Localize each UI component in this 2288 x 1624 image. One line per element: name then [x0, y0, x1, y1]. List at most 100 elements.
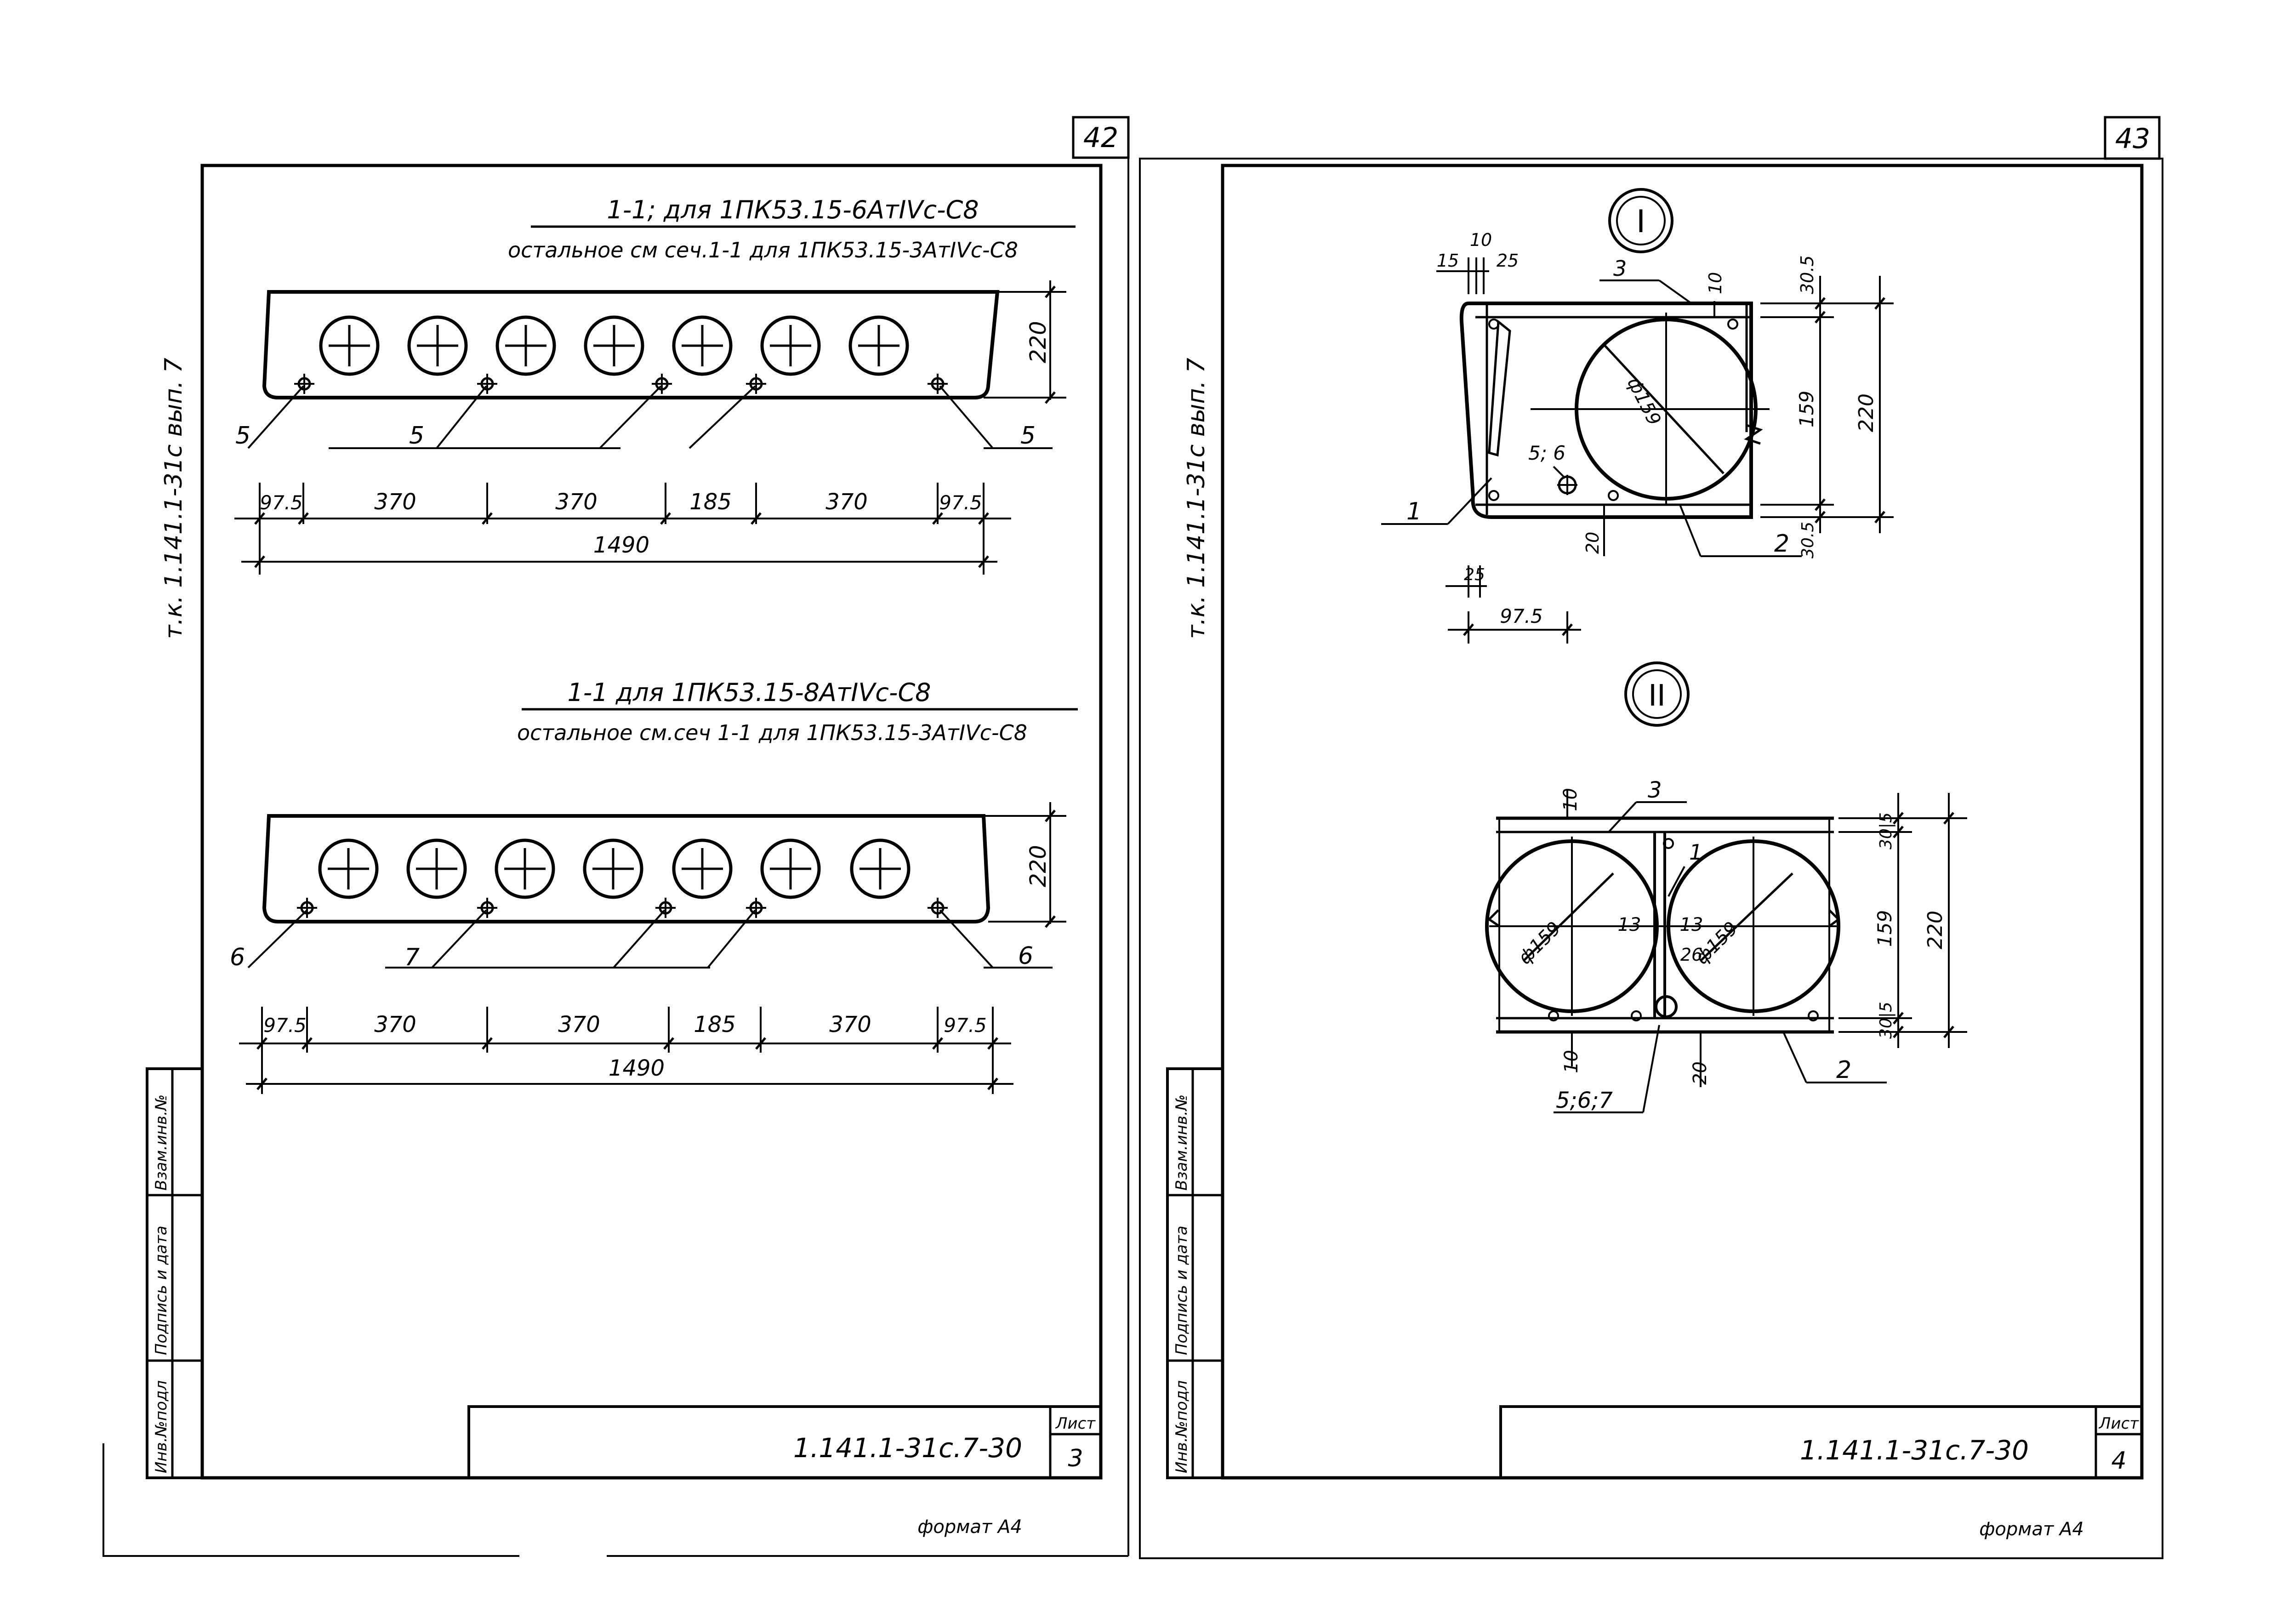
node-i-dim-10-right: 10 — [1705, 272, 1725, 294]
node-i-dim-30-5: 30.5 — [1797, 255, 1817, 294]
hollow-cores-a — [321, 317, 907, 374]
node-ii: II ф159 ф159 13 13 26 10 3 — [1485, 661, 1967, 1113]
node-ii-callout-3: 3 — [1648, 777, 1662, 803]
node-i-insert-plate — [1488, 319, 1511, 457]
node-i-dim-10: 10 — [1470, 230, 1492, 250]
dim-a-3: 185 — [689, 489, 732, 515]
sheet-frame — [1221, 164, 2144, 1480]
node-i-marker — [1608, 188, 1673, 253]
slab-section-b — [262, 814, 990, 923]
node-ii-dim-30-5: 30|5 — [1877, 812, 1895, 849]
stamp-label-replace: Взам.инв.№ — [1172, 1094, 1191, 1191]
dim-a-0: 97.5 — [260, 491, 303, 514]
callout-b-mid: 7 — [404, 944, 420, 971]
callout-b-right: 6 — [1018, 942, 1033, 970]
node-ii-callout-1: 1 — [1689, 840, 1702, 865]
format-label: формат А4 — [1979, 1519, 2084, 1540]
trim-mark — [102, 1443, 519, 1557]
sheet-right: 43 т.к. 1.141.1-31с вып. 7 Инв.№подл Под… — [1139, 116, 2163, 1559]
node-i-callout-1: 1 — [1406, 498, 1422, 525]
doc-code: 1.141.1-31с.7-30 — [1800, 1435, 2029, 1466]
node-i-dim-159: 159 — [1795, 391, 1818, 427]
dim-b-3: 185 — [694, 1012, 736, 1037]
node-i-dim-15: 15 — [1437, 251, 1459, 271]
node-ii-callout-2: 2 — [1836, 1056, 1851, 1084]
stamp-label-sign: Подпись и дата — [1172, 1225, 1191, 1355]
stamp-label-inv: Инв.№подл — [152, 1380, 171, 1473]
side-code: т.к. 1.141.1-31с вып. 7 — [1183, 358, 1210, 639]
height-dim-a: 220 — [1025, 321, 1051, 363]
node-i-slab-edge — [1459, 302, 1753, 519]
node-ii-dim-30-5-bottom: 30|5 — [1877, 1002, 1895, 1039]
node-ii-dim-13-left: 13 — [1618, 914, 1641, 935]
stamp-label-inv: Инв.№подл — [1172, 1380, 1191, 1473]
sheet-left: 42 т.к. 1.141.1-31с вып. 7 Инв.№подл Под… — [102, 116, 1130, 1557]
list-number: 4 — [2111, 1447, 2126, 1475]
stamp-column: Инв.№подл Подпись и дата Взам.инв.№ — [1166, 1067, 1224, 1479]
page-number-box — [1072, 116, 1130, 159]
callout-a-right: 5 — [1020, 422, 1036, 450]
node-i-dim-97-5: 97.5 — [1500, 605, 1543, 627]
node-ii-label: II — [1648, 679, 1666, 713]
stamp-label-sign: Подпись и дата — [152, 1225, 171, 1355]
node-ii-callout-567: 5;6;7 — [1556, 1088, 1613, 1113]
dim-a-4: 370 — [825, 489, 868, 515]
node-i-dim-25: 25 — [1497, 251, 1519, 271]
page-number: 43 — [2115, 123, 2150, 155]
hollow-cores-b — [320, 840, 909, 897]
sheet-frame — [200, 164, 1103, 1480]
node-i-callout-2: 2 — [1774, 530, 1789, 558]
rebars-b — [297, 898, 948, 918]
callout-a-mid: 5 — [409, 422, 424, 450]
node-ii-marker — [1624, 661, 1690, 727]
dim-b-1: 370 — [374, 1012, 416, 1037]
node-ii-dim-220: 220 — [1924, 911, 1947, 949]
dim-b-2: 370 — [558, 1012, 600, 1037]
node-ii-dim-10-top: 10 — [1560, 788, 1581, 811]
node-i-diameter: ф159 — [1623, 374, 1665, 429]
node-i-dim-220: 220 — [1855, 393, 1878, 432]
side-code: т.к. 1.141.1-31с вып. 7 — [160, 358, 188, 639]
dim-a-5: 97.5 — [939, 491, 982, 514]
section-a-note: остальное см сеч.1-1 для 1ПК53.15-3АтIVс… — [508, 238, 1018, 262]
node-i-callout-3: 3 — [1613, 256, 1627, 281]
dim-a-1: 370 — [374, 489, 416, 515]
stamp-label-replace: Взам.инв.№ — [152, 1094, 171, 1191]
height-dim-b: 220 — [1025, 845, 1051, 887]
section-b: 1-1 для 1ПК53.15-8АтIVс-С8 остальное см.… — [230, 678, 1078, 1094]
title-block: 1.141.1-31с.7-30 Лист 3 — [467, 1405, 1102, 1479]
node-ii-dim-13-right: 13 — [1680, 914, 1703, 935]
page-number: 42 — [1083, 122, 1118, 154]
node-ii-diameter-left: ф159 — [1514, 917, 1565, 969]
section-b-title: 1-1 для 1ПК53.15-8АтIVс-С8 — [567, 678, 931, 707]
dim-b-5: 97.5 — [944, 1014, 987, 1037]
dim-b-4: 370 — [829, 1012, 871, 1037]
section-a-title: 1-1; для 1ПК53.15-6АтIVс-С8 — [607, 195, 979, 224]
total-dim-b: 1490 — [609, 1055, 665, 1081]
dim-b-0: 97.5 — [263, 1014, 307, 1037]
doc-code: 1.141.1-31с.7-30 — [793, 1432, 1022, 1464]
node-ii-dim-26: 26 — [1680, 945, 1702, 965]
stamp-column: Инв.№подл Подпись и дата Взам.инв.№ — [146, 1067, 204, 1479]
format-label: формат А4 — [917, 1516, 1022, 1538]
section-a: 1-1; для 1ПК53.15-6АтIVс-С8 остальное см… — [234, 195, 1076, 575]
section-b-note: остальное см.сеч 1-1 для 1ПК53.15-3АтIVс… — [517, 720, 1027, 745]
node-i-dim-25-bottom: 25 — [1464, 565, 1485, 584]
rebars-a — [294, 374, 948, 394]
node-i-callout-56: 5; 6 — [1528, 442, 1565, 464]
title-block: 1.141.1-31с.7-30 Лист 4 — [1499, 1405, 2143, 1479]
list-label: Лист — [2098, 1414, 2139, 1433]
callout-a-left: 5 — [235, 422, 250, 450]
node-i: I 15 10 25 ф159 5; 6 3 10 — [1381, 188, 1894, 644]
node-i-dim-20: 20 — [1582, 532, 1603, 554]
total-dim-a: 1490 — [593, 532, 649, 558]
node-ii-dim-159: 159 — [1873, 910, 1896, 947]
node-i-label: I — [1636, 204, 1645, 240]
outer-trim — [1139, 158, 2163, 1559]
callout-b-left: 6 — [230, 944, 245, 971]
slab-section-a — [262, 290, 1000, 399]
list-number: 3 — [1068, 1445, 1083, 1472]
node-i-dim-30-5-bottom: 30.5 — [1799, 522, 1817, 558]
list-label: Лист — [1055, 1414, 1096, 1433]
